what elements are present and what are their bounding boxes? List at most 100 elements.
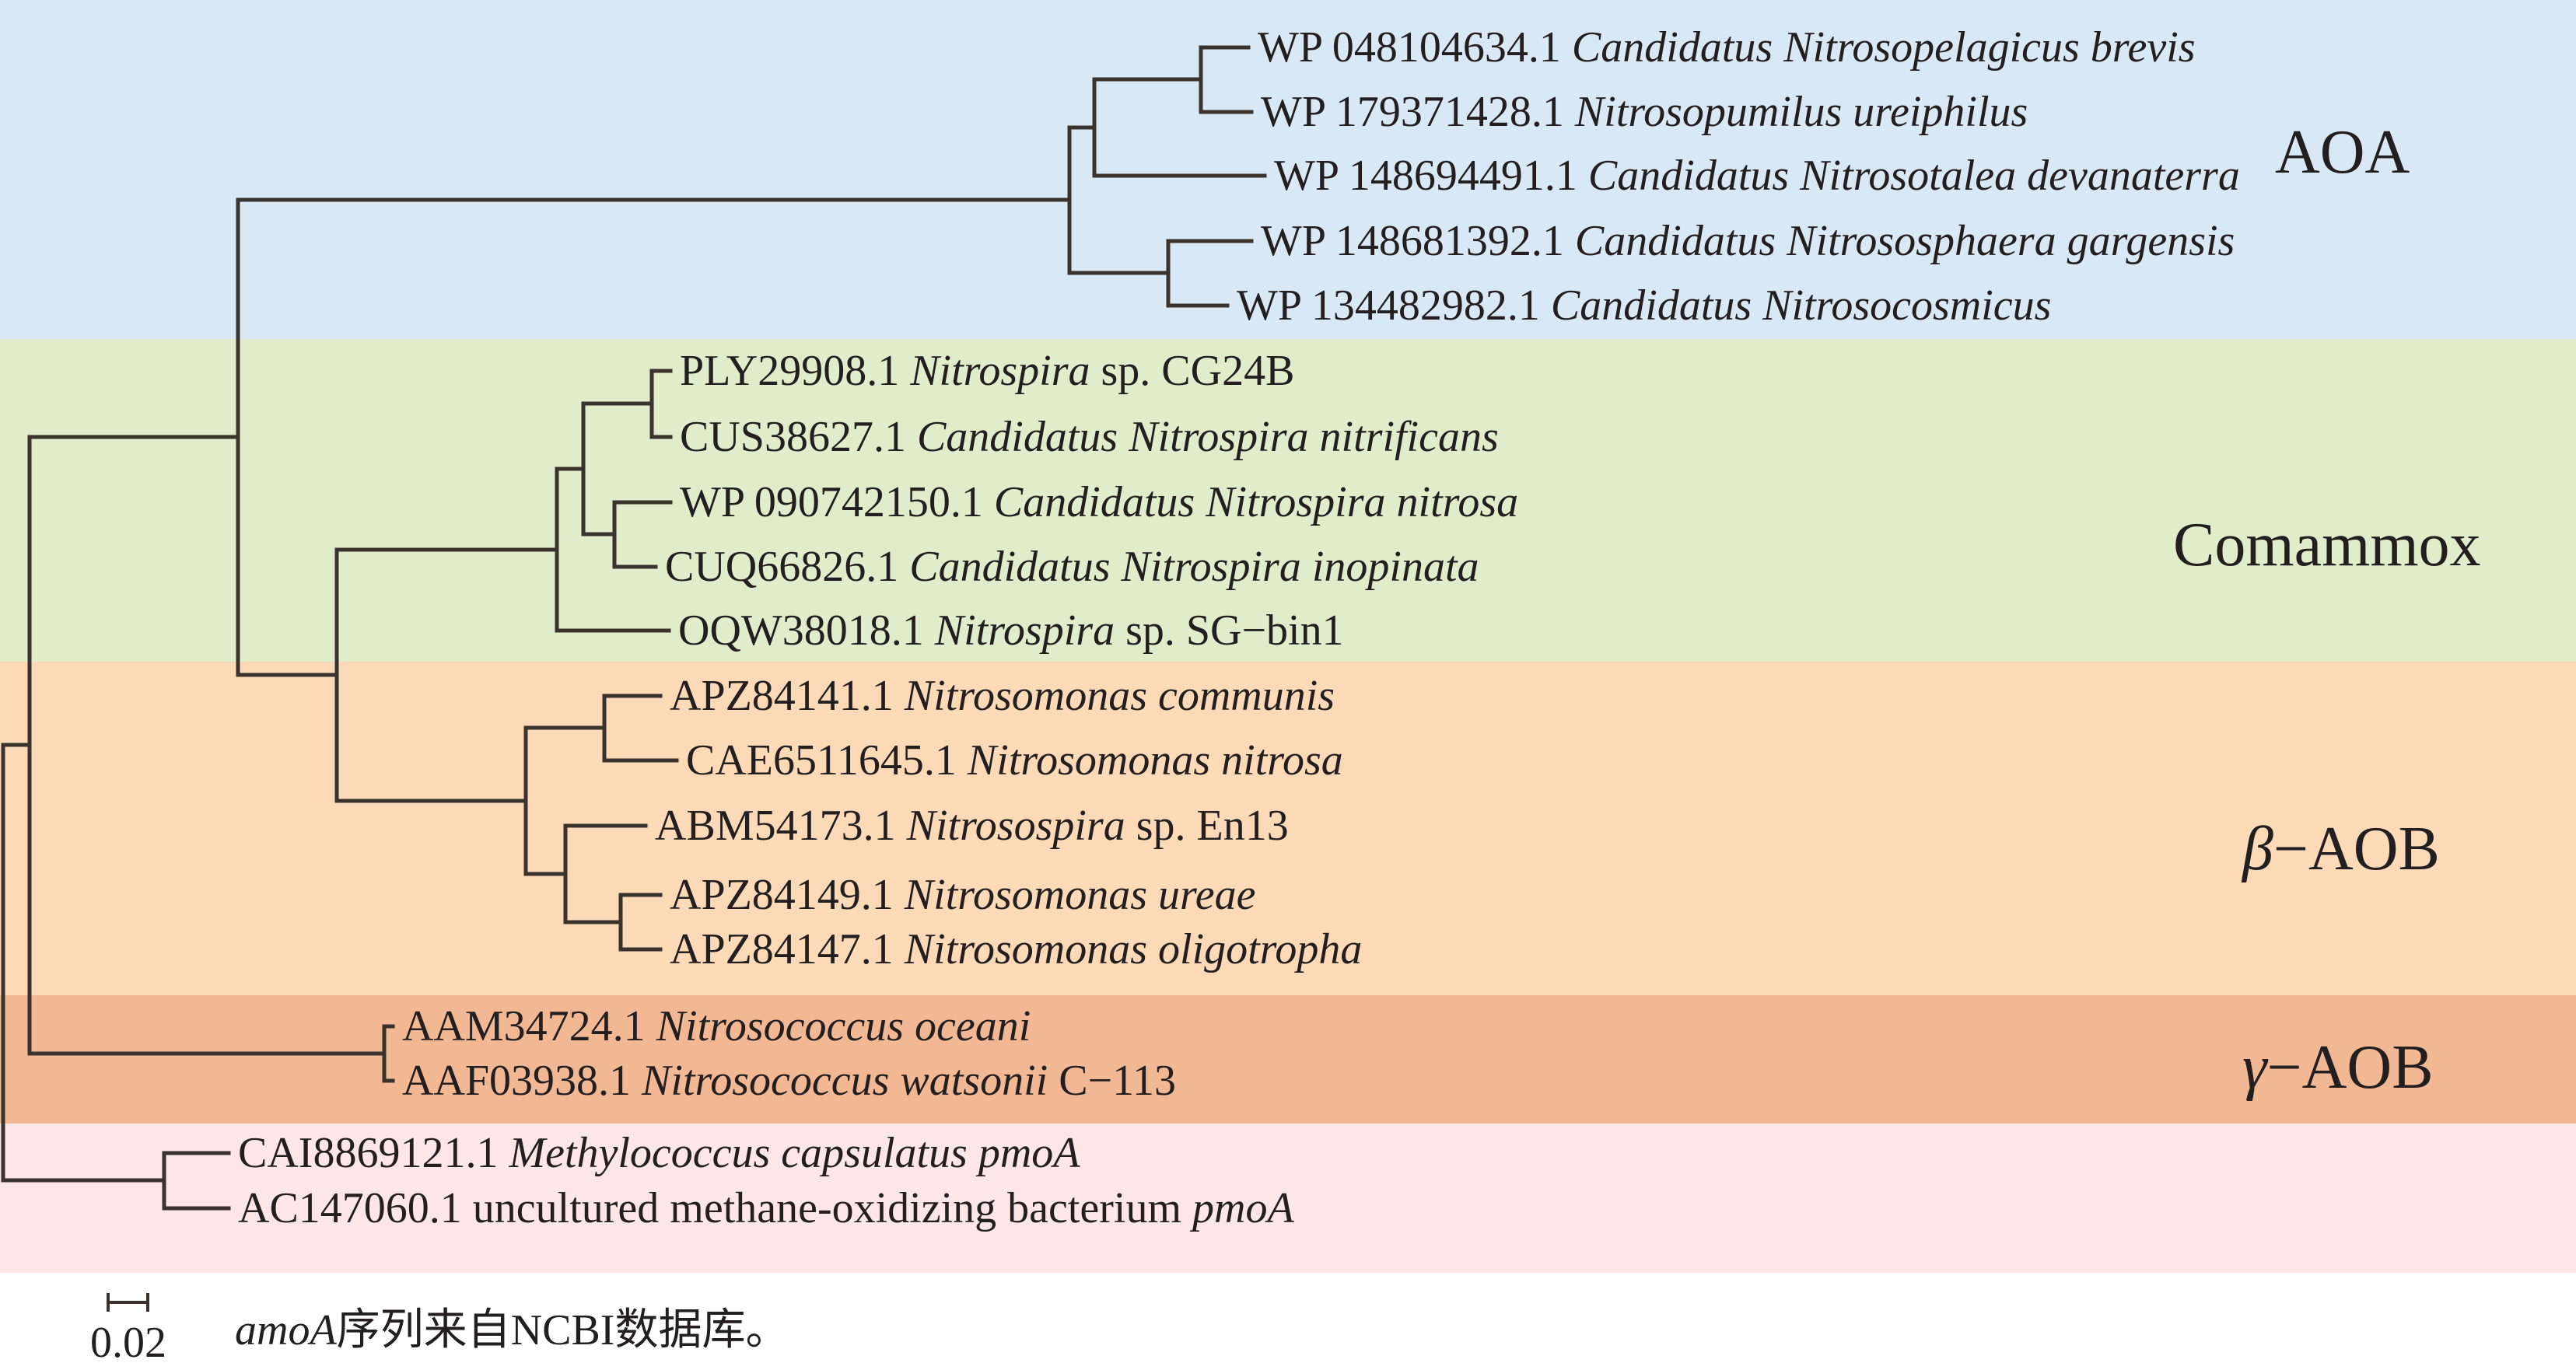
- node-aoa: [236, 125, 1072, 275]
- group-label-gamma-aob: γ−AOB: [2242, 1033, 2434, 1102]
- species-name: Nitrosococcus oceani: [656, 1002, 1031, 1050]
- accession: APZ84141.1: [670, 672, 894, 720]
- leaf-label: WP 179371428.1 Nitrosopumilus ureiphilus: [1261, 88, 2028, 136]
- group-label-aoa: AOA: [2275, 118, 2410, 187]
- node-aoa-subclade-b: [1067, 239, 1171, 308]
- leaf-label: WP 148681392.1 Candidatus Nitrososphaera…: [1261, 217, 2235, 265]
- scale-bar-line: [107, 1293, 149, 1312]
- leaf-label: APZ84141.1 Nitrosomonas communis: [670, 672, 1335, 720]
- scale-bar: 0.02: [90, 1293, 166, 1367]
- band-comammox: [0, 339, 2576, 662]
- leaf-label: OQW38018.1 Nitrospira sp. SG−bin1: [678, 606, 1344, 655]
- leaf-label: WP 134482982.1 Candidatus Nitrosocosmicu…: [1237, 281, 2051, 330]
- species-name: Nitrosospira: [906, 802, 1125, 850]
- accession: APZ84147.1: [670, 925, 894, 973]
- species-name: Nitrospira: [909, 347, 1090, 395]
- species-name: Nitrosomonas nitrosa: [967, 736, 1343, 785]
- accession: AAM34724.1: [402, 1002, 646, 1050]
- accession: PLY29908.1: [680, 347, 899, 395]
- species-name: Candidatus Nitrospira nitrificans: [917, 413, 1499, 461]
- strain-suffix: sp. CG24B: [1101, 347, 1295, 395]
- node-pmoa-outgroup: [1, 1151, 166, 1211]
- band-aoa: [0, 0, 2576, 339]
- group-label-text: −AOB: [2273, 815, 2440, 883]
- gene-name: pmoA: [1189, 1184, 1294, 1232]
- species-name: Candidatus Nitrososphaera gargensis: [1575, 217, 2235, 265]
- species-name: Nitrospira: [934, 606, 1115, 655]
- strain-suffix: C−113: [1059, 1057, 1176, 1105]
- band-gamma-aob: [0, 995, 2576, 1124]
- strain-suffix: sp. En13: [1136, 802, 1289, 850]
- accession: OQW38018.1: [678, 606, 924, 655]
- accession: WP 134482982.1: [1237, 281, 1540, 330]
- accession: CAI8869121.1: [238, 1129, 498, 1177]
- leaf-label: AC147060.1 uncultured methane-oxidizing …: [238, 1184, 1294, 1232]
- leaf-label: PLY29908.1 Nitrospira sp. CG24B: [680, 347, 1294, 395]
- species-name: Nitrosopumilus ureiphilus: [1574, 88, 2028, 136]
- species-name: Candidatus Nitrospira inopinata: [909, 543, 1479, 591]
- species-name: Nitrosomonas communis: [904, 672, 1335, 720]
- accession: WP 148681392.1: [1261, 217, 1564, 265]
- clade-bands: [0, 0, 2576, 1273]
- species-name: Candidatus Nitrosopelagicus brevis: [1572, 23, 2196, 72]
- species-name: Candidatus Nitrosotalea devanaterra: [1588, 152, 2240, 200]
- node-comammox-and-beta: [236, 547, 339, 803]
- node-aoa-subclade-a1: [1092, 45, 1203, 114]
- species-name: Methylococcus capsulatus pmoA: [508, 1129, 1080, 1177]
- node-comammox-subclade-a: [555, 401, 586, 536]
- leaf-label: WP 048104634.1 Candidatus Nitrosopelagic…: [1258, 23, 2196, 72]
- leaf-label: AAM34724.1 Nitrosococcus oceani: [402, 1002, 1031, 1050]
- accession: APZ84149.1: [670, 871, 894, 919]
- accession: CUS38627.1: [680, 413, 906, 461]
- group-label-comammox: Comammox: [2173, 511, 2481, 579]
- node-gamma-aob: [27, 1024, 387, 1083]
- node-comammox-subclade-a1: [581, 369, 654, 439]
- tree-branches: [1, 45, 1267, 1211]
- species-name: Nitrosomonas ureae: [904, 871, 1256, 919]
- accession: WP 048104634.1: [1258, 23, 1561, 72]
- leaf-label: CUQ66826.1 Candidatus Nitrospira inopina…: [665, 543, 1479, 591]
- node-ammonia-oxidizers: [1, 435, 32, 1056]
- strain-suffix: sp. SG−bin1: [1125, 606, 1344, 655]
- group-label-text: −AOB: [2267, 1033, 2434, 1102]
- leaf-label: APZ84147.1 Nitrosomonas oligotropha: [670, 925, 1362, 973]
- gamma-symbol: γ: [2242, 1033, 2269, 1102]
- leaf-label: CAE6511645.1 Nitrosomonas nitrosa: [686, 736, 1343, 785]
- accession: CAE6511645.1: [686, 736, 957, 785]
- accession: WP 148694491.1: [1274, 152, 1577, 200]
- accession: AC147060.1: [238, 1184, 462, 1232]
- leaf-labels: WP 048104634.1 Candidatus Nitrosopelagic…: [238, 23, 2240, 1232]
- band-pmoa: [0, 1124, 2576, 1273]
- leaf-label: WP 148694491.1 Candidatus Nitrosotalea d…: [1274, 152, 2240, 200]
- node-aoa-subclade-a: [1067, 77, 1097, 178]
- node-beta-subclade-a: [523, 694, 607, 763]
- band-beta-aob: [0, 662, 2576, 995]
- figure-caption: amoA序列来自NCBI数据库。: [235, 1306, 789, 1354]
- accession: WP 090742150.1: [680, 478, 983, 526]
- description: uncultured methane-oxidizing bacterium: [473, 1184, 1181, 1232]
- leaf-label: CUS38627.1 Candidatus Nitrospira nitrifi…: [680, 413, 1499, 461]
- node-beta-aob: [334, 725, 528, 876]
- leaf-label: ABM54173.1 Nitrosospira sp. En13: [655, 802, 1289, 850]
- scale-bar-label: 0.02: [90, 1319, 166, 1367]
- leaf-label: CAI8869121.1 Methylococcus capsulatus pm…: [238, 1129, 1080, 1177]
- group-label-beta-aob: β−AOB: [2241, 815, 2440, 883]
- accession: ABM54173.1: [655, 802, 896, 850]
- leaf-label: APZ84149.1 Nitrosomonas ureae: [670, 871, 1255, 919]
- leaf-label: WP 090742150.1 Candidatus Nitrospira nit…: [680, 478, 1518, 526]
- species-name: Candidatus Nitrospira nitrosa: [994, 478, 1518, 526]
- node-comammox: [334, 467, 559, 633]
- leaf-label: AAF03938.1 Nitrosococcus watsonii C−113: [402, 1057, 1176, 1105]
- accession: WP 179371428.1: [1261, 88, 1564, 136]
- caption-gene: amoA: [235, 1306, 337, 1354]
- beta-symbol: β: [2241, 815, 2273, 883]
- node-comammox-subclade-a2: [581, 500, 617, 569]
- node-aoa-and-bacteria: [27, 197, 240, 677]
- caption-text: 序列来自NCBI数据库。: [337, 1306, 789, 1354]
- node-beta-subclade-b: [523, 823, 568, 924]
- species-name: Nitrosococcus watsonii: [641, 1057, 1048, 1105]
- species-name: Candidatus Nitrosocosmicus: [1551, 281, 2052, 330]
- species-name: Nitrosomonas oligotropha: [904, 925, 1363, 973]
- group-labels: AOA Comammox β−AOB γ−AOB: [2173, 118, 2481, 1102]
